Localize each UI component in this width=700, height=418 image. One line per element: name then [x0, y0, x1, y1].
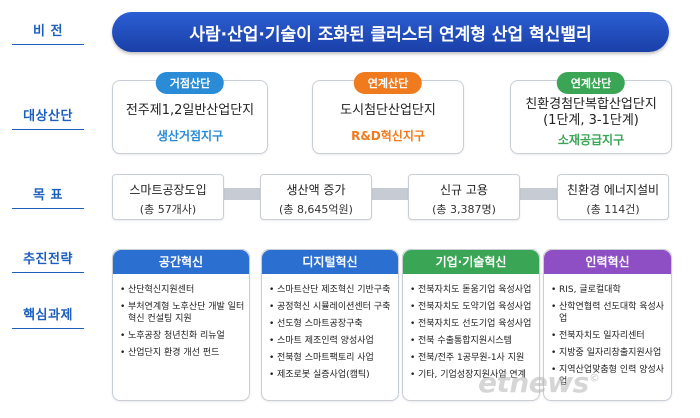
task-item: 전북 수출통합지원시스템	[410, 335, 535, 347]
complex-name-detail: (1단계, 3-1단계)	[543, 113, 639, 128]
strategy-title: 기업·기술혁신	[403, 250, 539, 274]
task-item: 공정혁신 시뮬레이션센터 구축	[269, 301, 394, 313]
goal-box-4: 친환경 에너지설비 (총 114건)	[557, 174, 669, 220]
task-item: 산업단지 환경 개선 펀드	[120, 347, 245, 359]
task-item: 전북자치도 돋움기업 육성사업	[410, 284, 535, 296]
task-item: 선도형 스마트공장구축	[269, 318, 394, 330]
task-item: 스마트산단 제조혁신 기반구축	[269, 284, 394, 296]
task-item: 스마트 제조인력 양성사업	[269, 335, 394, 347]
task-item: 산단혁신지원센터	[120, 284, 245, 296]
goal-box-2: 생산액 증가 (총 8,645억원)	[260, 174, 372, 220]
task-item: RIS, 글로컬대학	[551, 284, 667, 296]
task-item: 전북자치도 도약기업 육성사업	[410, 301, 535, 313]
label-strategy: 추진전략	[0, 248, 96, 273]
goal-title: 스마트공장도입	[129, 183, 207, 197]
goal-title: 신규 고용	[440, 183, 488, 197]
strategy-card-digital: 디지털혁신 스마트산단 제조혁신 기반구축 공정혁신 시뮬레이션센터 구축 선도…	[261, 249, 399, 401]
goal-title: 친환경 에너지설비	[566, 183, 660, 197]
complex-tag: 거점산단	[155, 72, 225, 94]
etnews-watermark: etnews©	[478, 366, 600, 399]
complex-name: 친환경첨단복합산업단지	[525, 97, 657, 112]
complex-name: 전주제1,2일반산업단지	[125, 103, 255, 118]
complex-card-1: 거점산단 전주제1,2일반산업단지 생산거점지구	[112, 72, 268, 154]
complex-card-2: 연계산단 도시첨단산업단지 R&D혁신지구	[312, 72, 464, 154]
task-item: 지방중 일자리창출지원사업	[551, 347, 667, 359]
complex-district: 소재공급지구	[557, 133, 625, 147]
label-goal: 목 표	[0, 184, 96, 209]
task-item: 전북/전주 1공무원-1사 지원	[410, 352, 535, 364]
vision-text: 사람·산업·기술이 조화된 클러스터 연계형 산업 혁신밸리	[189, 24, 592, 45]
task-item: 노후공장 청년친화 리뉴얼	[120, 330, 245, 342]
label-tasks: 핵심과제	[0, 304, 96, 329]
complex-tag: 연계산단	[353, 72, 423, 94]
goal-box-3: 신규 고용 (총 3,387명)	[408, 174, 520, 220]
strategy-title: 디지털혁신	[262, 250, 398, 274]
label-target-complex: 대상산단	[0, 105, 96, 130]
task-item: 산학연협력 선도대학 육성사업	[551, 301, 667, 325]
task-list: 스마트산단 제조혁신 기반구축 공정혁신 시뮬레이션센터 구축 선도형 스마트공…	[269, 284, 394, 386]
task-item: 제조로봇 실증사업(캠틱)	[269, 369, 394, 381]
task-item: 전북자치도 일자리센터	[551, 330, 667, 342]
complex-name: 도시첨단산업단지	[340, 103, 436, 118]
task-item: 지역산업맞춤형 인력 양성사업	[551, 364, 667, 388]
strategy-card-space: 공간혁신 산단혁신지원센터 부처연계형 노후산단 개발 일터혁신 컨설팅 지원 …	[112, 249, 250, 401]
task-item: 기타, 기업성장지원사업 연계	[410, 369, 535, 381]
task-item: 전북자치도 선도기업 육성사업	[410, 318, 535, 330]
complex-tag: 연계산단	[556, 72, 626, 94]
strategy-card-talent: 인력혁신 RIS, 글로컬대학 산학연협력 선도대학 육성사업 전북자치도 일자…	[543, 249, 672, 401]
task-list: RIS, 글로컬대학 산학연협력 선도대학 육성사업 전북자치도 일자리센터 지…	[551, 284, 667, 393]
strategy-card-business-tech: 기업·기술혁신 전북자치도 돋움기업 육성사업 전북자치도 도약기업 육성사업 …	[402, 249, 540, 401]
goal-value: (총 57개사)	[139, 203, 197, 216]
goal-value: (총 114건)	[586, 203, 640, 216]
task-list: 전북자치도 돋움기업 육성사업 전북자치도 도약기업 육성사업 전북자치도 선도…	[410, 284, 535, 386]
complex-district: 생산거점지구	[156, 129, 224, 143]
goal-value: (총 8,645억원)	[279, 203, 353, 216]
goal-box-1: 스마트공장도입 (총 57개사)	[112, 174, 224, 220]
task-item: 부처연계형 노후산단 개발 일터혁신 컨설팅 지원	[120, 301, 245, 325]
task-list: 산단혁신지원센터 부처연계형 노후산단 개발 일터혁신 컨설팅 지원 노후공장 …	[120, 284, 245, 364]
complex-district: R&D혁신지구	[351, 129, 425, 143]
goal-title: 생산액 증가	[286, 183, 346, 197]
strategy-title: 인력혁신	[544, 250, 671, 274]
label-vision: 비 전	[0, 20, 96, 45]
strategy-title: 공간혁신	[113, 250, 249, 274]
complex-card-3: 연계산단 친환경첨단복합산업단지 (1단계, 3-1단계) 소재공급지구	[510, 72, 672, 154]
vision-banner: 사람·산업·기술이 조화된 클러스터 연계형 산업 혁신밸리	[112, 12, 669, 52]
goal-value: (총 3,387명)	[432, 203, 496, 216]
task-item: 전북형 스마트팩토리 사업	[269, 352, 394, 364]
